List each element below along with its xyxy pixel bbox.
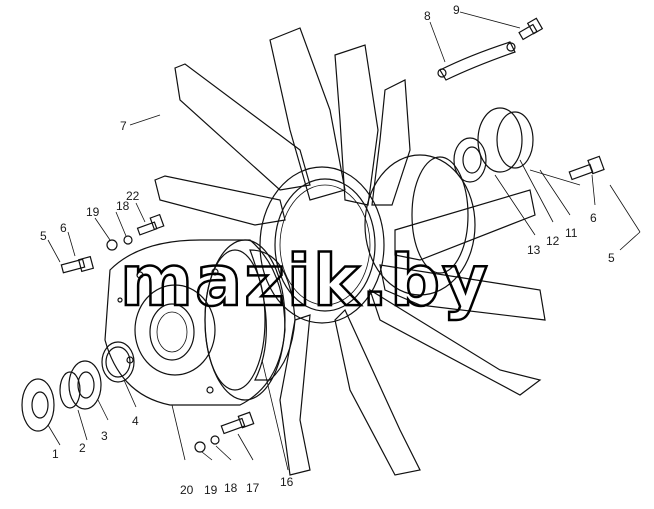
fasteners-right [437, 17, 605, 181]
callout-22: 22 [126, 189, 140, 203]
callout-16: 16 [280, 475, 294, 489]
callout-3: 3 [101, 429, 108, 443]
callout-6-left: 6 [60, 221, 67, 235]
callout-12: 12 [546, 234, 560, 248]
callout-4: 4 [132, 414, 139, 428]
callout-18-bottom: 18 [224, 481, 238, 495]
fan-hub [364, 154, 476, 296]
callout-18-top: 18 [116, 199, 130, 213]
leader-lines [47, 11, 641, 471]
callout-13: 13 [527, 243, 541, 257]
callout-7: 7 [120, 119, 127, 133]
callout-5-right: 5 [608, 251, 615, 265]
callout-1: 1 [52, 447, 59, 461]
bearing-parts [21, 341, 135, 432]
callout-19-top: 19 [86, 205, 100, 219]
callout-17: 17 [246, 481, 260, 495]
callout-20: 20 [180, 483, 194, 497]
callout-19-bottom: 19 [204, 483, 218, 497]
callout-6-right: 6 [590, 211, 597, 225]
fasteners-left [60, 213, 255, 453]
hub-flange [453, 107, 534, 183]
callout-11: 11 [565, 226, 578, 240]
callout-5-left: 5 [40, 229, 47, 243]
watermark-text: mazik.by [120, 240, 490, 322]
callout-2: 2 [79, 441, 86, 455]
callout-8: 8 [424, 9, 431, 23]
drive-housing [104, 239, 296, 406]
callout-labels: 1 2 3 4 5 5 6 6 7 8 9 11 12 13 16 17 18 … [40, 3, 615, 497]
callout-9: 9 [453, 3, 460, 17]
